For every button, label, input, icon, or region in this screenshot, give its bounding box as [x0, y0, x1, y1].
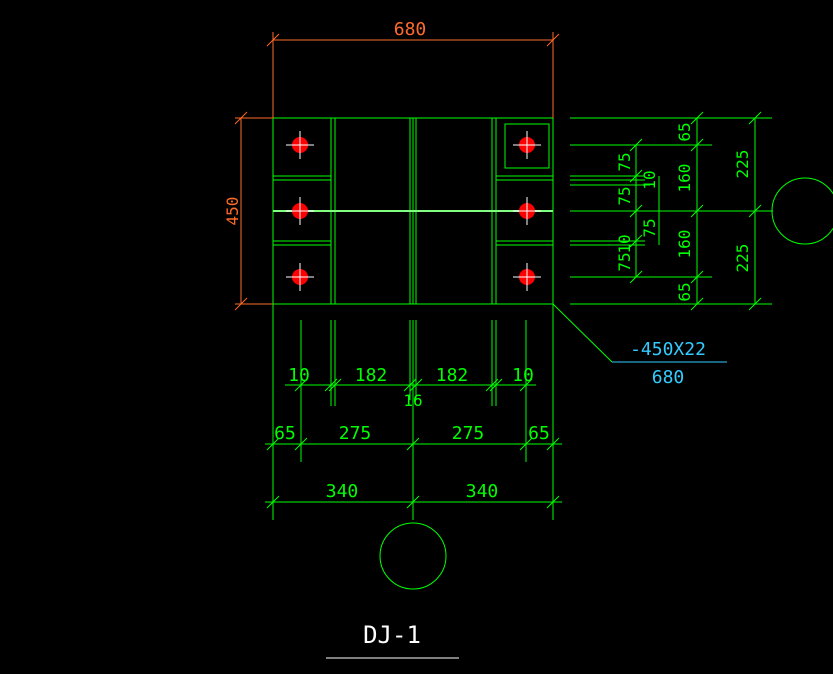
bottom-dim-row1-1: 10 [288, 365, 310, 386]
bottom-dim-row1-3: 182 [436, 365, 469, 386]
axis-bubble-right [771, 177, 833, 245]
anchor-bolts [286, 131, 541, 291]
left-height-label: 450 [223, 197, 242, 226]
right-dim-inner-2: 75 [615, 186, 634, 205]
right-dim-mid-2: 160 [675, 164, 694, 193]
top-width-label: 680 [394, 19, 427, 40]
right-dim-outer-2: 225 [733, 244, 752, 273]
anchor-bolt [513, 197, 541, 225]
left-dimension [234, 111, 273, 311]
right-dim-mid-4: 65 [675, 282, 694, 301]
drawing-title: DJ-1 [363, 621, 421, 649]
bottom-dim-row1-2: 182 [355, 365, 388, 386]
axis-bubble-bottom [379, 522, 447, 590]
right-dim-small-2: 10 [615, 234, 634, 253]
bottom-dimensions [265, 378, 562, 509]
right-dim-mid-1: 65 [675, 122, 694, 141]
plate-spec-bottom: 680 [652, 367, 685, 388]
washer-plate [504, 123, 550, 169]
bottom-dim-row2-1: 65 [274, 423, 296, 444]
bottom-dim-row2-2: 275 [339, 423, 372, 444]
plate-spec-top: -450X22 [630, 339, 706, 360]
bottom-dim-row1-center: 16 [403, 391, 422, 410]
anchor-bolt [286, 197, 314, 225]
right-dimensions [570, 111, 772, 311]
base-plate [272, 117, 554, 520]
anchor-bolt [513, 263, 541, 291]
bottom-dim-row1-4: 10 [512, 365, 534, 386]
bottom-dim-row3-2: 340 [466, 481, 499, 502]
anchor-bolt [513, 131, 541, 159]
bottom-dim-row3-1: 340 [326, 481, 359, 502]
bottom-dim-row2-4: 65 [528, 423, 550, 444]
right-dim-inner-3: 75 [640, 218, 659, 237]
right-dim-outer-1: 225 [733, 150, 752, 179]
right-dim-mid-3: 160 [675, 230, 694, 259]
right-dim-inner-4: 75 [615, 252, 634, 271]
top-dimension [266, 32, 560, 118]
right-dim-inner-1: 75 [615, 152, 634, 171]
anchor-bolt [286, 263, 314, 291]
right-dim-small-1: 10 [640, 170, 659, 189]
bottom-dim-row2-3: 275 [452, 423, 485, 444]
plate-spec-leader [552, 303, 613, 363]
anchor-bolt [286, 131, 314, 159]
